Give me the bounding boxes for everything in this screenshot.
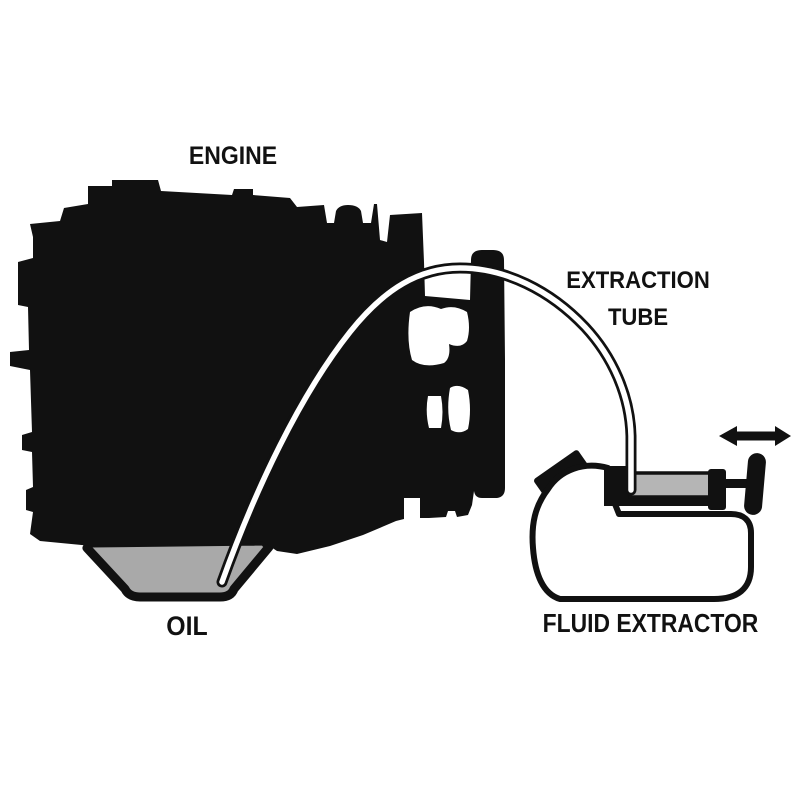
pump-t-handle bbox=[744, 453, 766, 515]
extraction-tube-label: EXTRACTION TUBE bbox=[546, 262, 730, 336]
fluid-extractor-label: FLUID EXTRACTOR bbox=[542, 608, 759, 638]
oil-label: OIL bbox=[166, 611, 208, 641]
extraction-tube-label-line1: EXTRACTION bbox=[566, 267, 710, 294]
engine-silhouette bbox=[10, 180, 505, 554]
engine-label: ENGINE bbox=[188, 142, 278, 170]
extraction-tube-body bbox=[219, 265, 634, 585]
push-pull-arrow-icon bbox=[719, 426, 791, 446]
extractor-tank bbox=[529, 462, 754, 602]
pump-rod bbox=[724, 479, 750, 488]
pump-barrel bbox=[628, 471, 712, 499]
extraction-tube-label-line2: TUBE bbox=[607, 304, 669, 331]
pump-end-cap bbox=[708, 469, 726, 510]
